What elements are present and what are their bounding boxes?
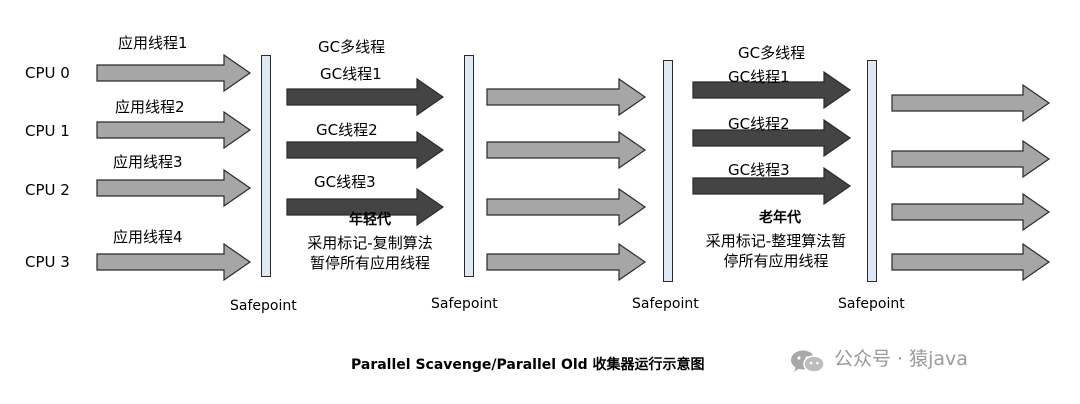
young-gen-title: 年轻代 bbox=[349, 212, 391, 228]
safepoint-label-3: Safepoint bbox=[632, 296, 699, 312]
cpu-label-2: CPU 2 bbox=[25, 181, 70, 199]
old-gen-desc-1: 采用标记-整理算法暂 bbox=[705, 232, 847, 250]
wechat-icon bbox=[790, 349, 826, 379]
young-gen-desc-2: 暂停所有应用线程 bbox=[309, 254, 430, 272]
resume-arrow-4 bbox=[486, 242, 647, 282]
final-arrow-2 bbox=[891, 139, 1051, 179]
young-gc-arrow-1 bbox=[286, 77, 445, 117]
young-gc-arrow-2 bbox=[286, 130, 445, 170]
cpu-label-3: CPU 3 bbox=[25, 253, 70, 271]
safepoint-label-1: Safepoint bbox=[230, 298, 297, 314]
old-gc-thread-label-2: GC线程2 bbox=[728, 115, 790, 133]
safepoint-bar-2 bbox=[464, 55, 474, 277]
old-gen-desc-2: 停所有应用线程 bbox=[723, 252, 829, 270]
young-gc-thread-label-2: GC线程2 bbox=[316, 121, 378, 139]
old-gc-thread-label-3: GC线程3 bbox=[728, 161, 790, 179]
final-arrow-1 bbox=[891, 83, 1051, 123]
resume-arrow-3 bbox=[486, 187, 647, 227]
app-arrow-1 bbox=[96, 110, 252, 150]
young-gc-arrow-3 bbox=[286, 187, 445, 227]
old-gc-arrow-2 bbox=[692, 118, 852, 158]
young-gen-desc-1: 采用标记-复制算法 bbox=[307, 234, 433, 252]
watermark-text: 公众号 · 猿java bbox=[834, 348, 968, 370]
app-thread-label-3: 应用线程3 bbox=[113, 153, 183, 171]
safepoint-bar-1 bbox=[261, 55, 271, 277]
young-gc-header: GC多线程 bbox=[318, 38, 386, 56]
final-arrow-3 bbox=[891, 192, 1051, 232]
app-arrow-2 bbox=[96, 168, 252, 208]
young-gc-thread-label-1: GC线程1 bbox=[320, 65, 382, 83]
resume-arrow-1 bbox=[486, 77, 647, 117]
safepoint-label-4: Safepoint bbox=[838, 296, 905, 312]
app-arrow-3 bbox=[96, 242, 252, 282]
diagram-caption: Parallel Scavenge/Parallel Old 收集器运行示意图 bbox=[351, 357, 705, 373]
old-gen-title: 老年代 bbox=[759, 210, 801, 226]
safepoint-bar-3 bbox=[663, 60, 673, 282]
cpu-label-0: CPU 0 bbox=[25, 64, 70, 82]
young-gc-thread-label-3: GC线程3 bbox=[314, 173, 376, 191]
resume-arrow-2 bbox=[486, 130, 647, 170]
safepoint-bar-4 bbox=[867, 60, 877, 282]
old-gc-arrow-3 bbox=[692, 166, 852, 206]
old-gc-arrow-1 bbox=[692, 70, 852, 110]
watermark: 公众号 · 猿java bbox=[790, 345, 1050, 377]
safepoint-label-2: Safepoint bbox=[431, 296, 498, 312]
app-thread-label-1: 应用线程1 bbox=[118, 34, 188, 52]
old-gc-header: GC多线程 bbox=[738, 44, 806, 62]
app-thread-label-4: 应用线程4 bbox=[113, 228, 183, 246]
app-thread-label-2: 应用线程2 bbox=[115, 98, 185, 116]
old-gc-thread-label-1: GC线程1 bbox=[728, 68, 790, 86]
final-arrow-4 bbox=[891, 242, 1051, 282]
cpu-label-1: CPU 1 bbox=[25, 122, 70, 140]
app-arrow-0 bbox=[96, 53, 252, 93]
